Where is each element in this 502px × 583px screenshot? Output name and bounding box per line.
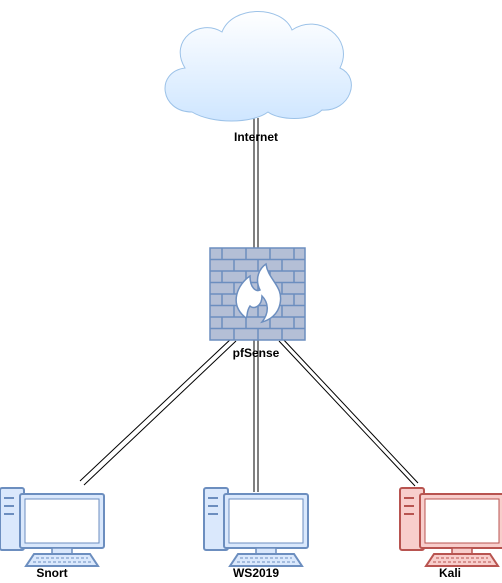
internet-label: Internet (233, 130, 279, 144)
firewall-icon (209, 247, 306, 341)
desktop-computer-icon (203, 487, 309, 567)
computer-snort (0, 487, 105, 567)
cloud-icon (164, 11, 352, 122)
computer-ws2019 (203, 487, 309, 567)
desktop-computer-icon (0, 487, 105, 567)
firewall-label: pfSense (232, 346, 280, 360)
link-firewall-kali (278, 337, 419, 487)
computer-kali (399, 487, 502, 567)
link-firewall-snort (79, 336, 237, 486)
ws2019-label: WS2019 (232, 566, 280, 580)
link-internet-firewall (253, 118, 259, 248)
link-firewall-ws2019 (253, 340, 259, 492)
desktop-computer-icon (399, 487, 502, 567)
snort-label: Snort (36, 566, 68, 580)
kali-label: Kali (438, 566, 462, 580)
